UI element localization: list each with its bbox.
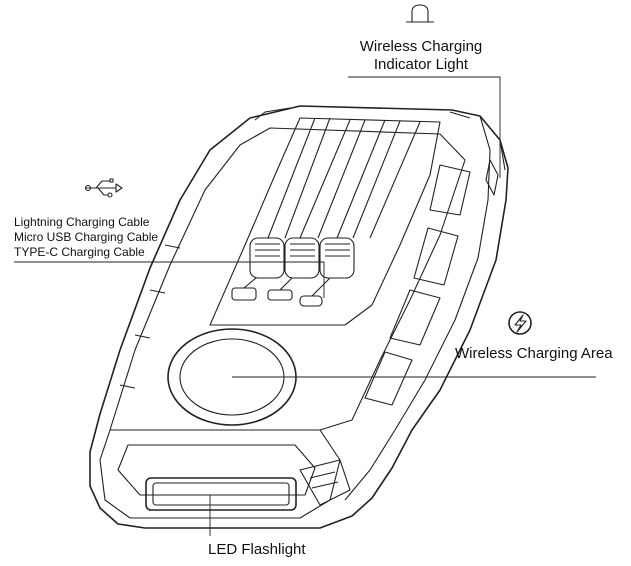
lightning-bolt-icon [508,311,532,335]
power-bank-body [89,105,509,529]
leader-cables [14,261,325,298]
wireless-area-label: Wireless Charging Area [455,345,613,362]
leader-indicator [348,76,501,178]
wireless-indicator-label-line1: Wireless Charging [359,38,483,55]
cable-label-type-c: TYPE-C Charging Cable [14,245,145,259]
cable-labels: Lightning Charging Cable Micro USB Charg… [14,215,158,260]
wireless-indicator-label-line2: Indicator Light [373,56,469,73]
cable-label-lightning: Lightning Charging Cable [14,215,150,229]
wireless-indicator-label: Wireless Charging Indicator Light [348,38,494,74]
indicator-light-icon [406,4,434,23]
cable-label-micro-usb: Micro USB Charging Cable [14,230,159,244]
leader-lines [14,76,596,536]
usb-icon [84,178,123,198]
flashlight-label: LED Flashlight [208,541,306,558]
